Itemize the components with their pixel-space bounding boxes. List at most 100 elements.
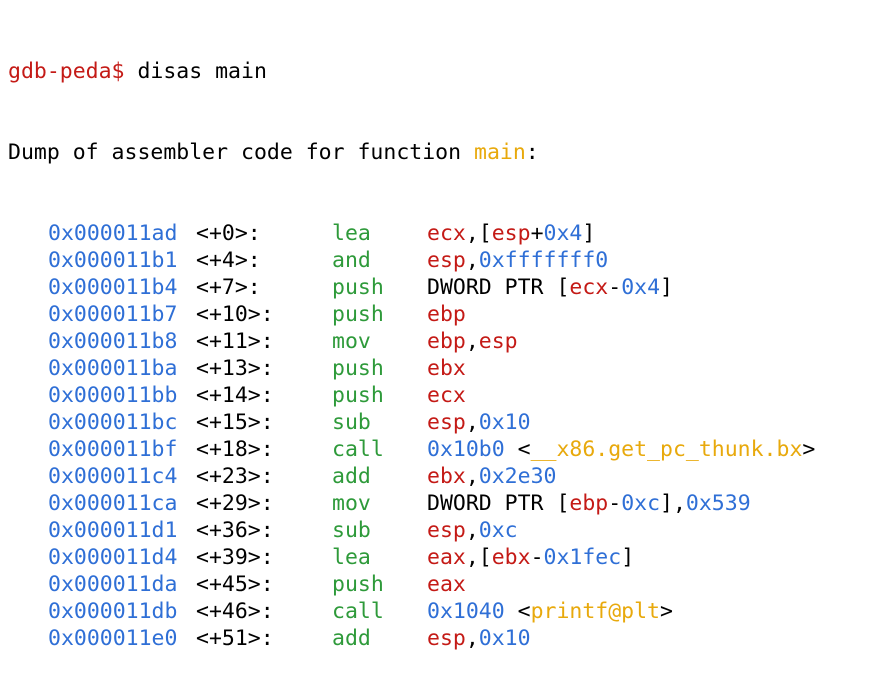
instruction-operands: ebp,esp — [427, 328, 518, 355]
instruction-operands: ebp — [427, 301, 466, 328]
instruction-address: 0x000011bb — [48, 383, 178, 408]
operand-token: , — [465, 410, 479, 435]
operand-token: ecx — [427, 221, 466, 246]
operand-token: , — [465, 464, 479, 489]
operand-token: esp — [427, 410, 466, 435]
instruction-operands: eax,[ebx-0x1fec] — [427, 544, 634, 571]
instruction-address: 0x000011e0 — [48, 626, 178, 651]
instruction-offset: <+11>: — [196, 329, 274, 354]
instruction-mnemonic: and — [332, 248, 371, 273]
instruction-operands: esp,0x10 — [427, 409, 531, 436]
operand-token: ebx — [427, 356, 466, 381]
operand-token: 0x10 — [478, 626, 531, 651]
instruction-operands: ecx — [427, 382, 466, 409]
operand-token: printf@plt — [530, 599, 661, 624]
operand-token: , — [465, 329, 479, 354]
instruction-operands: ebx — [427, 355, 466, 382]
instruction-mnemonic: call — [332, 437, 384, 462]
operand-token: , — [465, 626, 479, 651]
instruction-offset: <+13>: — [196, 356, 274, 381]
instruction-operands: esp,0x10 — [427, 625, 531, 652]
instruction-address: 0x000011b8 — [48, 329, 178, 354]
instruction-row: 0x000011b8 <+11>: mov ebp,esp — [8, 328, 870, 355]
instruction-offset: <+45>: — [196, 572, 274, 597]
dump-header: Dump of assembler code for function main… — [8, 139, 870, 166]
instruction-row: 0x000011bb <+14>: push ecx — [8, 382, 870, 409]
instruction-mnemonic: mov — [332, 491, 371, 516]
operand-token: 0x10b0 — [427, 437, 505, 462]
instruction-address: 0x000011ad — [48, 221, 178, 246]
instruction-offset: <+51>: — [196, 626, 274, 651]
instruction-row: 0x000011b7 <+10>: push ebp — [8, 301, 870, 328]
operand-token: __x86.get_pc_thunk.bx — [530, 437, 803, 462]
instruction-mnemonic: lea — [332, 221, 371, 246]
instruction-mnemonic: mov — [332, 329, 371, 354]
instruction-mnemonic: sub — [332, 410, 371, 435]
instruction-address: 0x000011c4 — [48, 464, 178, 489]
operand-token: esp — [427, 248, 466, 273]
instruction-address: 0x000011b1 — [48, 248, 178, 273]
operand-token: ,[ — [465, 545, 492, 570]
operand-token: 0x4 — [621, 275, 661, 300]
instruction-operands: 0x10b0 <__x86.get_pc_thunk.bx> — [427, 436, 815, 463]
instruction-mnemonic: push — [332, 275, 384, 300]
instruction-operands: ebx,0x2e30 — [427, 463, 556, 490]
instruction-mnemonic: push — [332, 356, 384, 381]
instruction-operands: esp,0xc — [427, 517, 518, 544]
operand-token: 0x2e30 — [478, 464, 557, 489]
operand-token: DWORD PTR [ — [427, 491, 570, 516]
instruction-operands: DWORD PTR [ecx-0x4] — [427, 274, 673, 301]
operand-token: ebx — [491, 545, 531, 570]
operand-token: ecx — [569, 275, 609, 300]
operand-token: 0x4 — [543, 221, 583, 246]
instruction-mnemonic: push — [332, 572, 384, 597]
operand-token: ,[ — [465, 221, 492, 246]
instruction-offset: <+14>: — [196, 383, 274, 408]
instruction-mnemonic: push — [332, 383, 384, 408]
operand-token: eax — [427, 545, 466, 570]
instruction-offset: <+10>: — [196, 302, 274, 327]
operand-token: < — [504, 437, 531, 462]
instruction-operands: DWORD PTR [ebp-0xc],0x539 — [427, 490, 751, 517]
instruction-offset: <+29>: — [196, 491, 274, 516]
gdb-prompt: gdb-peda$ — [8, 59, 125, 84]
terminal-window[interactable]: gdb-peda$ disas main Dump of assembler c… — [0, 0, 870, 651]
instruction-offset: <+7>: — [196, 275, 261, 300]
instruction-address: 0x000011bc — [48, 410, 178, 435]
instruction-offset: <+46>: — [196, 599, 274, 624]
dump-suffix: : — [525, 140, 539, 165]
instruction-mnemonic: push — [332, 302, 384, 327]
function-name: main — [474, 140, 526, 165]
operand-token: ebx — [427, 464, 466, 489]
operand-token: ecx — [427, 383, 466, 408]
operand-token: ebp — [427, 302, 466, 327]
command-line: gdb-peda$ disas main — [8, 58, 870, 85]
operand-token: - — [608, 275, 622, 300]
instruction-offset: <+23>: — [196, 464, 274, 489]
operand-token: esp — [478, 329, 518, 354]
operand-token: 0x1040 — [427, 599, 505, 624]
operand-token: esp — [427, 626, 466, 651]
instruction-address: 0x000011b7 — [48, 302, 178, 327]
instruction-offset: <+39>: — [196, 545, 274, 570]
operand-token: 0x539 — [685, 491, 751, 516]
instruction-operands: eax — [427, 571, 466, 598]
instruction-offset: <+4>: — [196, 248, 261, 273]
operand-token: eax — [427, 572, 466, 597]
instruction-operands: esp,0xfffffff0 — [427, 247, 608, 274]
operand-token: - — [530, 545, 544, 570]
instruction-offset: <+36>: — [196, 518, 274, 543]
instruction-row: 0x000011b1 <+4>: and esp,0xfffffff0 — [8, 247, 870, 274]
operand-token: > — [802, 437, 816, 462]
instruction-offset: <+18>: — [196, 437, 274, 462]
